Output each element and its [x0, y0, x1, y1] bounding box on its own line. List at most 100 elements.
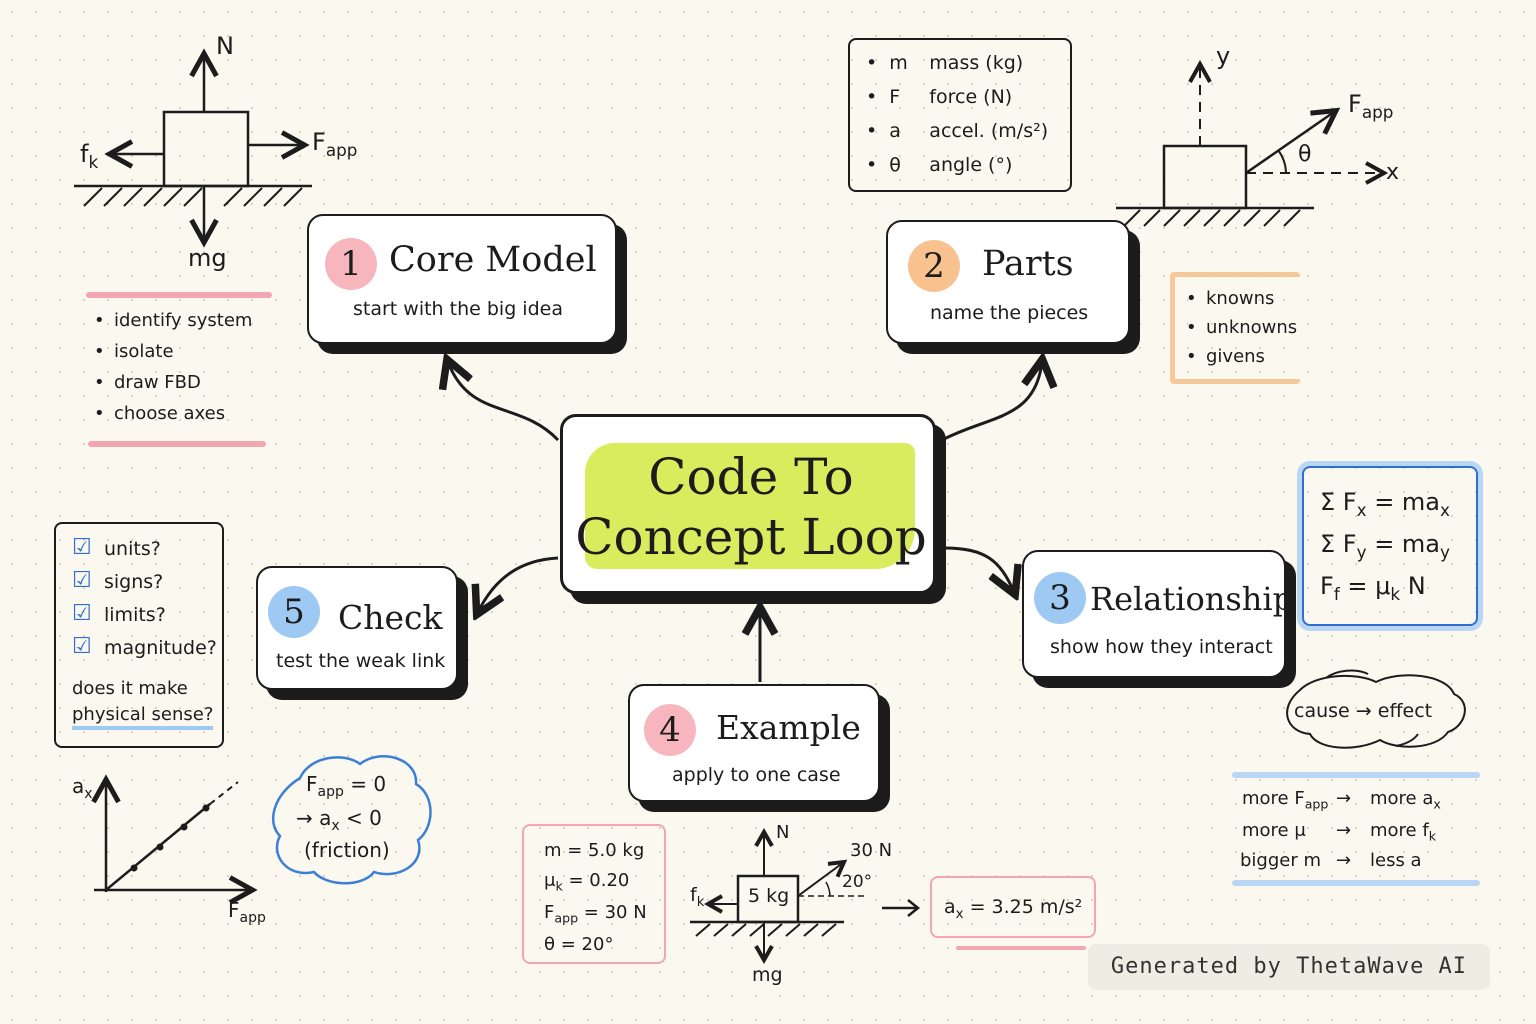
equations-box: Σ Fx = max Σ Fy = may Ff = μk N — [1302, 466, 1478, 626]
equation-row: Σ Fy = may — [1320, 530, 1450, 562]
check-item: units? — [72, 535, 217, 571]
node-1-subtitle: start with the big idea — [353, 298, 563, 320]
result-text: ax = 3.25 m/s² — [944, 896, 1083, 922]
friction-cloud — [271, 755, 432, 885]
check-item: signs? — [72, 568, 217, 604]
parts-item: unknowns — [1186, 317, 1297, 346]
theta-label: θ — [1298, 142, 1312, 167]
node-2-subtitle: name the pieces — [930, 302, 1089, 324]
node-example: 4 Example apply to one case — [628, 684, 880, 802]
effect-arrow: → — [1336, 850, 1352, 871]
center-highlight — [585, 443, 915, 569]
inclined-force-diagram — [1116, 40, 1410, 227]
node-4-subtitle: apply to one case — [672, 764, 841, 786]
node-5-title: Check — [338, 598, 443, 637]
fbd2-angle-label: 20° — [842, 872, 873, 892]
graph-x-label: Fapp — [228, 898, 266, 926]
node-2-number: 2 — [908, 240, 960, 292]
fbd2-weight-label: mg — [752, 964, 783, 986]
arrow-to-core-model — [448, 362, 560, 442]
node-3-title: Relationship — [1090, 580, 1294, 618]
result-box: ax = 3.25 m/s² — [930, 876, 1096, 938]
sense-question-line2: physical sense? — [72, 706, 214, 730]
cloud-line3: (friction) — [304, 838, 390, 862]
parts-list-box — [1170, 272, 1300, 384]
applied-force-label: Fapp — [1348, 90, 1394, 122]
free-body-diagram-1 — [74, 30, 312, 270]
core-steps-top-rule — [86, 292, 272, 298]
graph-y-label: ax — [72, 774, 93, 802]
given-row: μk = 0.20 — [544, 870, 630, 894]
core-steps-bottom-rule — [88, 441, 266, 447]
fbd2-friction-label: fk — [690, 884, 705, 910]
arrow-to-check — [478, 556, 559, 612]
arrow-to-relationship — [943, 546, 1014, 592]
effects-top-rule — [1232, 772, 1480, 778]
core-steps-list: identify system isolate draw FBD choose … — [94, 310, 252, 434]
accel-vs-force-graph — [90, 778, 290, 918]
given-row: Fapp = 30 N — [544, 902, 647, 926]
node-4-title: Example — [716, 708, 861, 747]
node-3-subtitle: show how they interact — [1050, 636, 1273, 658]
result-underline — [956, 946, 1086, 950]
effect-row: more Fapp — [1242, 788, 1329, 812]
check-item: magnitude? — [72, 634, 217, 670]
cloud-line1: Fapp = 0 — [306, 772, 387, 800]
effect-arrow: → — [1336, 788, 1352, 809]
check-item: limits? — [72, 601, 217, 637]
fbd1-normal-label: N — [216, 32, 234, 60]
sense-question-line1: does it make — [72, 678, 188, 699]
core-step-item: draw FBD — [94, 372, 252, 403]
free-body-diagram-2 — [690, 820, 868, 990]
fbd1-weight-label: mg — [188, 244, 227, 272]
node-parts: 2 Parts name the pieces — [886, 220, 1130, 344]
result-arrow — [882, 899, 921, 917]
node-3-number: 3 — [1034, 572, 1086, 624]
node-check: 5 Check test the weak link — [256, 566, 458, 690]
axis-x-label: x — [1386, 160, 1400, 185]
fbd2-mass-label: 5 kg — [748, 885, 790, 907]
node-5-number: 5 — [268, 586, 320, 638]
parts-item: knowns — [1186, 288, 1297, 317]
effect-row: bigger m — [1240, 850, 1322, 871]
effect-arrow: → — [1336, 820, 1352, 841]
effects-bottom-rule — [1232, 880, 1480, 886]
axis-y-label: y — [1216, 42, 1231, 70]
footer-badge: Generated by ThetaWave AI — [1088, 944, 1490, 990]
parts-item: givens — [1186, 346, 1297, 375]
fbd1-applied-label: Fapp — [312, 128, 358, 160]
cause-effect-text: cause → effect — [1294, 700, 1433, 722]
cause-effect-bubble — [1286, 669, 1466, 749]
center-node: Code To Concept Loop — [560, 414, 936, 594]
node-1-number: 1 — [325, 238, 377, 290]
center-title-line2: Concept Loop — [575, 508, 927, 566]
effect-result: more fk — [1370, 820, 1436, 844]
fbd2-normal-label: N — [776, 822, 790, 843]
equation-row: Ff = μk N — [1320, 572, 1426, 604]
node-relationship: 3 Relationship show how they interact — [1022, 550, 1293, 678]
core-step-item: choose axes — [94, 403, 252, 434]
arrow-to-parts — [941, 362, 1042, 442]
fbd1-friction-label: fk — [80, 140, 99, 172]
cloud-line2: → ax < 0 — [296, 806, 382, 834]
core-step-item: isolate — [94, 341, 252, 372]
given-row: θ = 20° — [544, 934, 614, 955]
node-2-title: Parts — [982, 244, 1074, 284]
equation-row: Σ Fx = max — [1320, 488, 1450, 520]
node-4-number: 4 — [644, 704, 696, 756]
node-1-title: Core Model — [389, 240, 597, 280]
fbd2-force-label: 30 N — [850, 840, 893, 861]
given-row: m = 5.0 kg — [544, 840, 645, 861]
givens-box: m = 5.0 kg μk = 0.20 Fapp = 30 N θ = 20° — [522, 824, 666, 964]
center-title-line1: Code To — [648, 448, 854, 506]
footer-text: Generated by ThetaWave AI — [1110, 954, 1468, 979]
effect-result: less a — [1370, 850, 1422, 871]
checklist-box: units? signs? limits? magnitude? does it… — [54, 522, 224, 748]
node-5-subtitle: test the weak link — [276, 650, 446, 672]
